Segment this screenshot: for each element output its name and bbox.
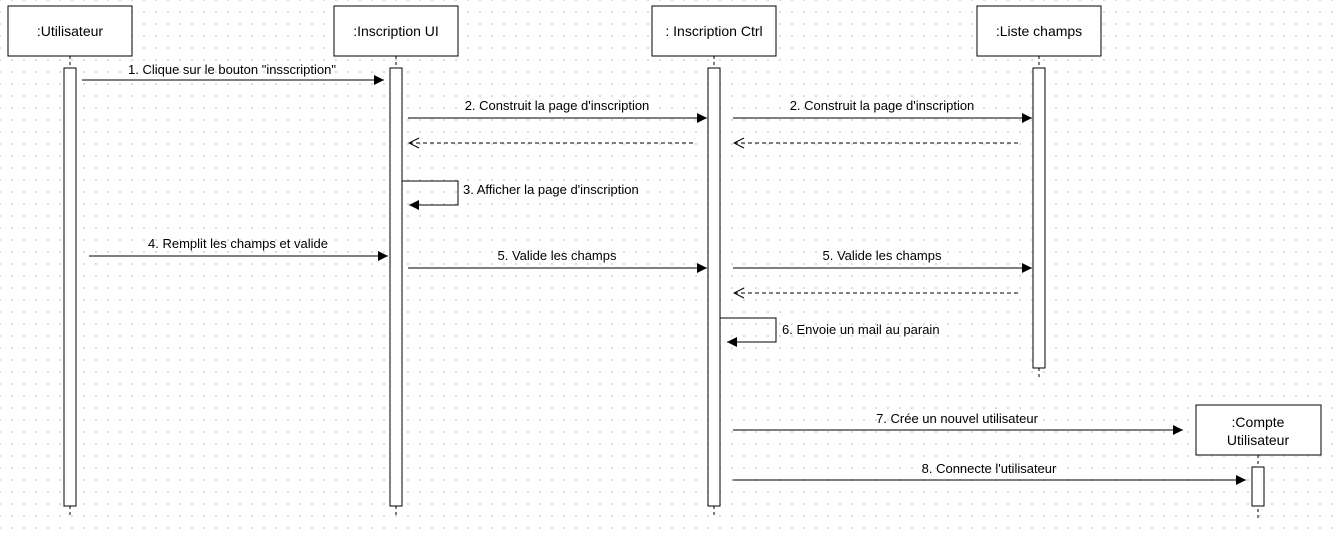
participant-label-line2: Utilisateur [1227,432,1290,448]
message-8[interactable]: 8. Connecte l'utilisateur [733,461,1246,485]
participant-box[interactable] [976,5,1102,57]
message-label: 3. Afficher la page d'inscription [463,182,639,197]
activation-bar[interactable] [707,67,721,507]
message-7[interactable]: 7. Crée un nouvel utilisateur [733,411,1183,435]
message-4[interactable]: 4. Remplit les champs et valide [89,236,388,261]
message-label: 5. Valide les champs [823,248,942,263]
message-label: 5. Valide les champs [498,248,617,263]
participant-inscription-ctrl[interactable]: : Inscription Ctrl [651,5,777,518]
message-3-self[interactable]: 3. Afficher la page d'inscription [402,180,639,210]
self-message-arrow[interactable] [720,317,777,347]
message-label: 1. Clique sur le bouton "insscription" [128,62,336,77]
self-message-arrow[interactable] [402,180,459,210]
participant-compte-utilisateur[interactable]: :Compte Utilisateur [1195,404,1322,518]
participant-label-line1: :Compte [1232,414,1285,430]
participant-label: : Inscription Ctrl [665,23,762,39]
participant-liste-champs[interactable]: :Liste champs [976,5,1102,380]
message-5b[interactable]: 5. Valide les champs [733,248,1032,273]
message-label: 7. Crée un nouvel utilisateur [876,411,1039,426]
participant-box[interactable] [651,5,777,57]
message-6-self[interactable]: 6. Envoie un mail au parain [720,317,940,347]
participant-label: :Liste champs [996,23,1082,39]
message-label: 2. Construit la page d'inscription [790,98,975,113]
participant-label: :Inscription UI [353,23,439,39]
message-label: 8. Connecte l'utilisateur [922,461,1057,476]
activation-bar[interactable] [1251,466,1265,507]
participant-box[interactable] [7,5,133,57]
participant-label: :Utilisateur [37,23,103,39]
message-2b[interactable]: 2. Construit la page d'inscription [733,98,1032,123]
participant-box[interactable] [333,5,459,57]
message-5a[interactable]: 5. Valide les champs [408,248,707,273]
message-1[interactable]: 1. Clique sur le bouton "insscription" [82,62,384,85]
participant-inscription-ui[interactable]: :Inscription UI [333,5,459,518]
participant-utilisateur[interactable]: :Utilisateur [7,5,133,518]
message-label: 4. Remplit les champs et valide [148,236,328,251]
message-label: 6. Envoie un mail au parain [782,322,940,337]
message-label: 2. Construit la page d'inscription [465,98,650,113]
activation-bar[interactable] [1032,67,1046,369]
message-2a[interactable]: 2. Construit la page d'inscription [408,98,707,123]
activation-bar[interactable] [389,67,403,507]
activation-bar[interactable] [63,67,77,507]
